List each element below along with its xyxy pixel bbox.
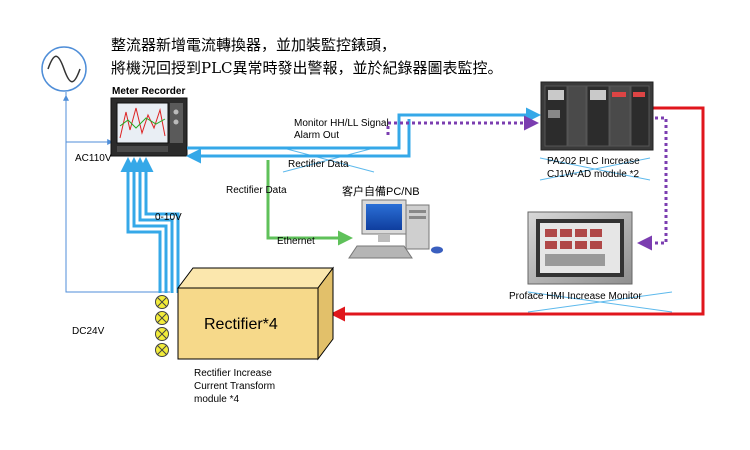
- hmi-label: Proface HMI Increase Monitor: [509, 291, 642, 302]
- rectifier-data-line: [186, 119, 411, 164]
- meter-recorder-device: [110, 97, 188, 157]
- ct-label-line-2: Current Transform: [194, 381, 276, 392]
- dc24v-label: DC24V: [72, 326, 105, 337]
- ct-label-line-3: module *4: [194, 394, 240, 405]
- rectifier-data-mid-label: Rectifier Data: [226, 185, 287, 196]
- title-line-1: 整流器新增電流轉換器，並加裝監控錶頭，: [111, 36, 397, 54]
- current-transformer-icons: [155, 295, 169, 357]
- signal-bundle-0-10v: [120, 157, 180, 293]
- ac-source-icon: [41, 46, 87, 92]
- alarm-out-line: [386, 115, 539, 135]
- plc-device: [540, 81, 654, 151]
- plc-rectifier-line: [330, 106, 705, 322]
- client-pc-icon: [348, 199, 443, 259]
- plc-hmi-line: [637, 116, 668, 251]
- title-line-2: 將機況回授到PLC異常時發出警報，並於紀錄器圖表監控。: [111, 59, 503, 77]
- plc-label-line-2: CJ1W-AD module *2: [547, 169, 640, 180]
- rectifier-box: [177, 266, 334, 361]
- rectifier-box-label: Rectifier*4: [204, 316, 278, 333]
- ac110v-label: AC110V: [75, 153, 112, 164]
- rectifier-data-top-label: Rectifier Data: [288, 159, 349, 170]
- meter-recorder-label: Meter Recorder: [112, 86, 186, 97]
- ethernet-line: [266, 160, 353, 246]
- hmi-device: [527, 211, 633, 285]
- cross-marks: [282, 147, 673, 313]
- monitor-signal-line: [187, 107, 541, 150]
- plc-label-line-1: PA202 PLC Increase: [547, 156, 640, 167]
- client-pc-label: 客户自備PC/NB: [342, 186, 420, 198]
- monitor-signal-label: Monitor HH/LL Signal: [294, 118, 389, 129]
- power-wires: [63, 92, 170, 293]
- zero-ten-v-label: 0-10V: [155, 212, 182, 223]
- alarm-out-label: Alarm Out: [294, 130, 340, 141]
- ct-label-line-1: Rectifier Increase: [194, 368, 272, 379]
- ethernet-label: Ethernet: [277, 236, 315, 247]
